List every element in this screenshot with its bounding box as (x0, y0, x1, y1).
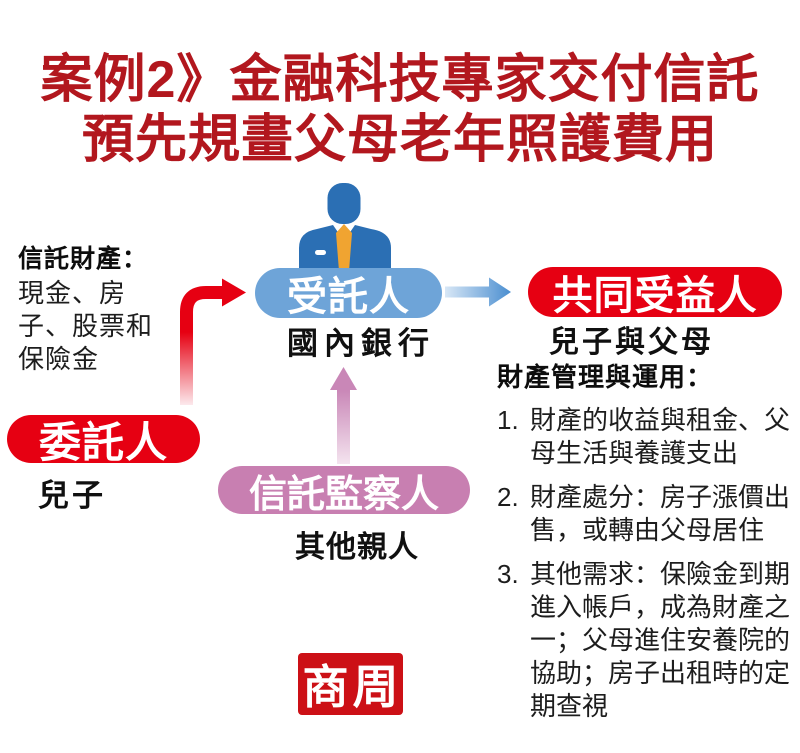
supervisor-pill: 信託監察人 (218, 466, 470, 516)
trustee-sublabel: 國內銀行 (287, 326, 435, 361)
management-heading: 財產管理與運用： (497, 362, 714, 392)
management-item-2: 2. 財產處分：房子漲價出 售，或轉由父母居住 (497, 481, 800, 547)
trust-property-heading: 信託財產： (18, 245, 149, 273)
supervisor-sublabel: 其他親人 (295, 531, 419, 564)
settlor-sublabel: 兒子 (38, 478, 106, 513)
item-number: 2. (497, 482, 519, 512)
beneficiary-label: 共同受益人 (552, 274, 758, 318)
business-weekly-logo: 商周 (298, 653, 403, 715)
item-text: 財產處分：房子漲價出 售，或轉由父母居住 (530, 482, 791, 545)
item-text: 財產的收益與租金、父 母生活與養護支出 (530, 405, 791, 468)
title-line-1: 案例2》金融科技專家交付信託 (40, 51, 760, 109)
beneficiary-pill: 共同受益人 (528, 267, 782, 318)
management-item-1: 1. 財產的收益與租金、父 母生活與養護支出 (497, 404, 800, 470)
item-number: 1. (497, 405, 519, 435)
settlor-pill: 委託人 (7, 415, 200, 466)
trustee-to-beneficiary-arrow (445, 277, 511, 307)
beneficiary-sublabel: 兒子與父母 (549, 326, 714, 359)
settlor-label: 委託人 (38, 418, 168, 466)
trustee-label: 受託人 (287, 275, 410, 319)
trustee-pill: 受託人 (255, 268, 442, 319)
title-line-2: 預先規畫父母老年照護費用 (81, 111, 718, 169)
page-title: 案例2》金融科技專家交付信託 預先規畫父母老年照護費用 (0, 50, 800, 170)
businessman-icon (299, 183, 391, 271)
management-note: 財產管理與運用： 1. 財產的收益與租金、父 母生活與養護支出 2. 財產處分：… (497, 361, 800, 723)
settlor-to-trustee-arrow (180, 278, 246, 405)
logo-text: 商周 (302, 662, 403, 713)
management-item-3: 3. 其他需求：保險金到期 進入帳戶，成為財產之 一；父母進住安養院的 協助；房… (497, 558, 800, 723)
supervisor-to-trustee-arrow (330, 367, 357, 464)
trust-property-body: 現金、房 子、股票和 保險金 (18, 278, 154, 374)
supervisor-label: 信託監察人 (248, 473, 439, 516)
trust-property-note: 信託財產： 現金、房 子、股票和 保險金 (18, 244, 218, 376)
item-number: 3. (497, 559, 519, 589)
item-text: 其他需求：保險金到期 進入帳戶，成為財產之 一；父母進住安養院的 協助；房子出租… (530, 559, 791, 721)
